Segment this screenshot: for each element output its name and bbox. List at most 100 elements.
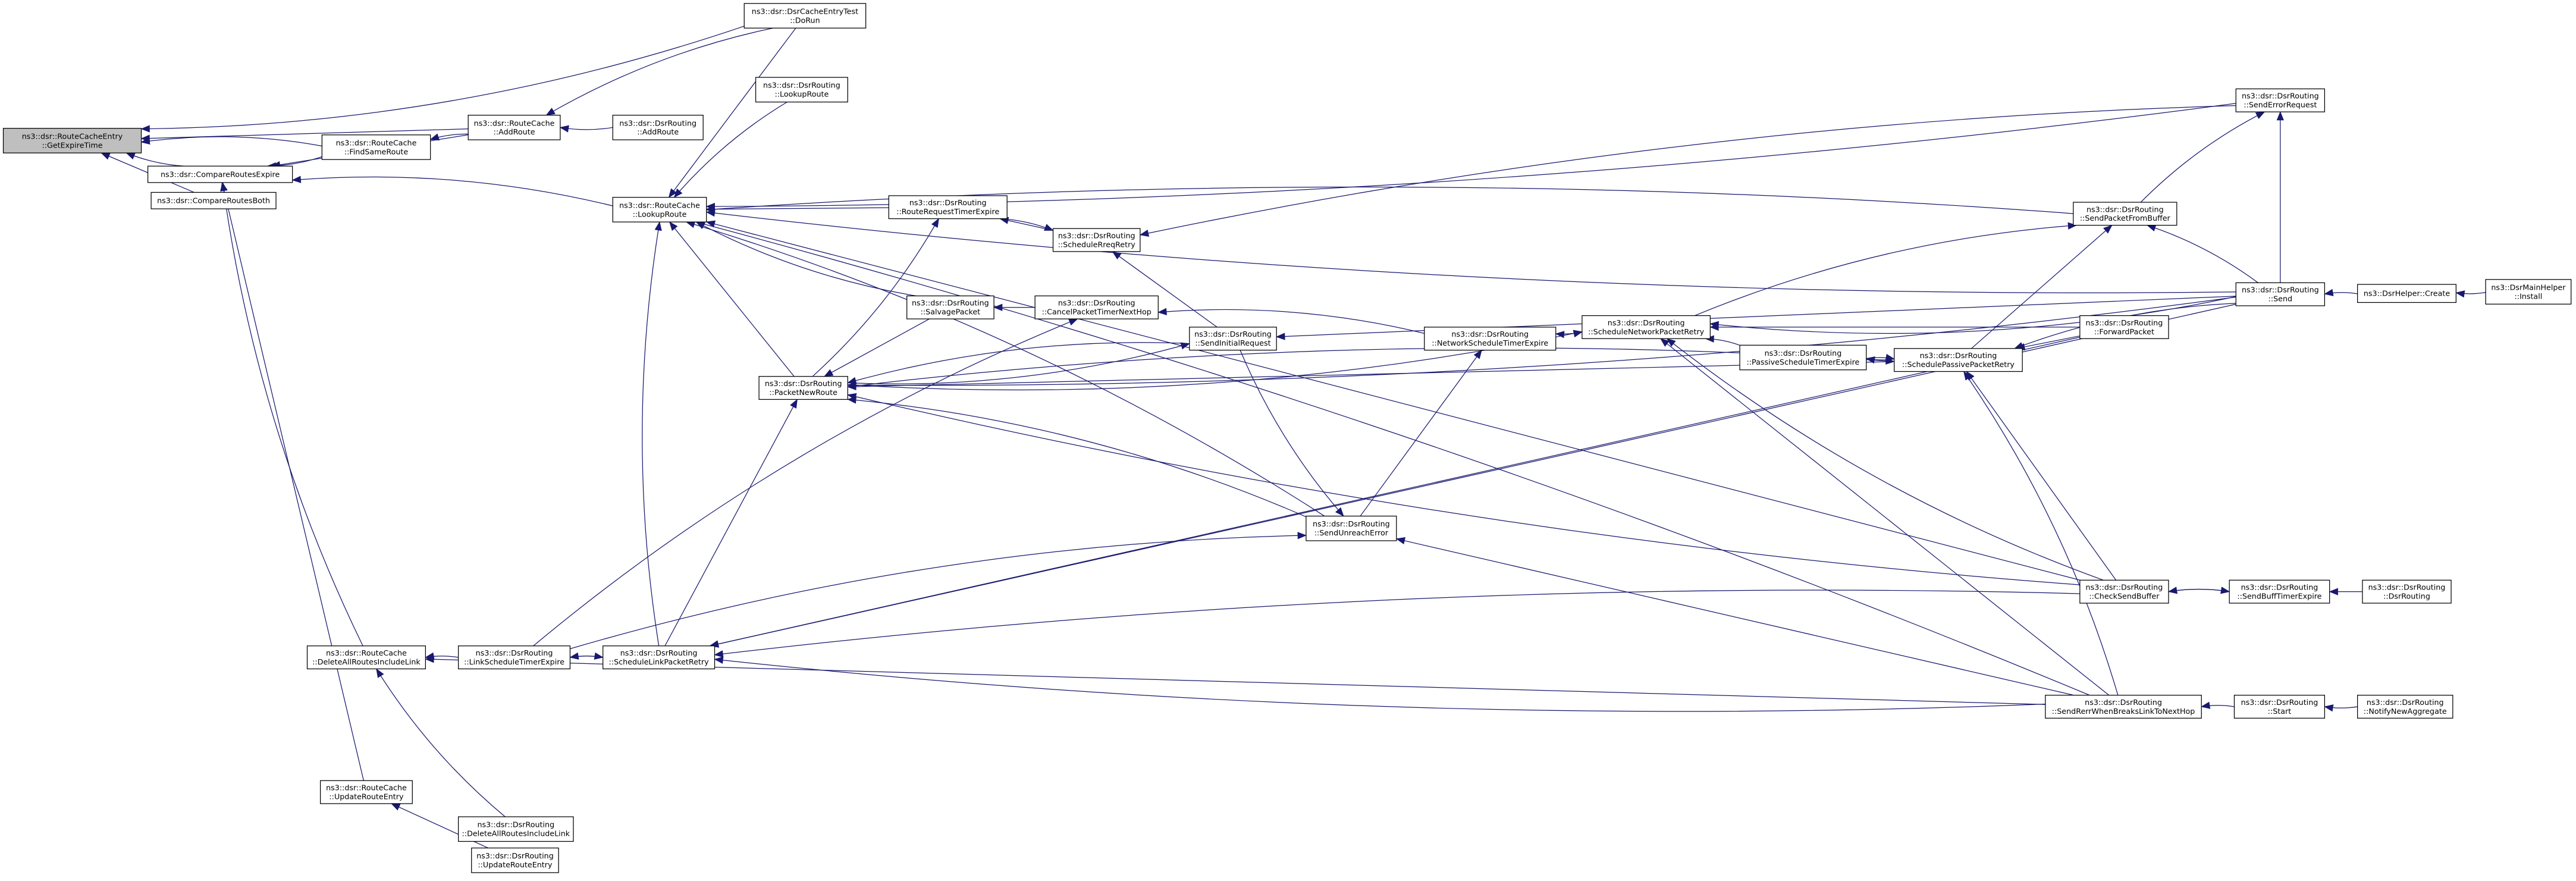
arrowhead-icon: [1112, 251, 1122, 260]
arrowhead-icon: [931, 218, 939, 228]
arrowhead-icon: [101, 152, 111, 160]
node-label: ::DeleteAllRoutesIncludeLink: [462, 829, 570, 838]
node-schedule-passive-packet-retry[interactable]: ns3::dsr::DsrRouting::SchedulePassivePac…: [1894, 348, 2023, 372]
node-label: ns3::dsr::DsrCacheEntryTest: [752, 7, 858, 15]
node-send-error-request[interactable]: ns3::dsr::DsrRouting::SendErrorRequest: [2235, 88, 2326, 112]
arrowhead-icon: [429, 133, 440, 141]
node-dr-add-route[interactable]: ns3::dsr::DsrRouting::AddRoute: [612, 114, 704, 140]
edge-send-rerr-when-breaks-link-to-next-hop-to-schedule-link-packet-retry: [714, 659, 2045, 712]
edge-packet-new-route-to-schedule-network-packet-retry: [848, 331, 1583, 391]
arrowhead-icon: [714, 650, 724, 658]
edge-packet-new-route-to-rc-lookup-route: [669, 221, 795, 377]
node-dr-lookup-route[interactable]: ns3::dsr::DsrRouting::LookupRoute: [755, 77, 848, 103]
node-label: ns3::dsr::DsrRouting: [2242, 286, 2319, 294]
arrowhead-icon: [559, 125, 569, 133]
edge-send-rerr-when-breaks-link-to-next-hop-to-schedule-network-packet-retry: [1660, 338, 2110, 696]
arrowhead-icon: [2147, 224, 2157, 231]
node-send-packet-from-buffer[interactable]: ns3::dsr::DsrRouting::SendPacketFromBuff…: [2073, 202, 2177, 226]
node-find-same-route[interactable]: ns3::dsr::RouteCache::FindSameRoute: [321, 134, 431, 160]
node-label: ns3::dsr::RouteCache: [474, 118, 555, 127]
node-forward-packet[interactable]: ns3::dsr::DsrRouting::ForwardPacket: [2079, 315, 2169, 339]
node-label: ::ScheduleRreqRetry: [1058, 240, 1136, 249]
edge-check-send-buffer-to-schedule-passive-packet-retry: [1966, 371, 2117, 581]
node-send-buff-timer-expire[interactable]: ns3::dsr::DsrRouting::SendBuffTimerExpir…: [2229, 579, 2330, 604]
node-label: ns3::dsr::CompareRoutesExpire: [161, 170, 280, 178]
node-label: ::UpdateRouteEntry: [478, 860, 553, 869]
arrowhead-icon: [1709, 323, 1719, 331]
node-box: [2045, 695, 2202, 719]
arrowhead-icon: [569, 652, 579, 660]
node-box: [467, 114, 561, 140]
node-send-unreach-error[interactable]: ns3::dsr::DsrRouting::SendUnreachError: [1306, 515, 1397, 541]
node-box: [321, 134, 431, 160]
node-compare-routes-expire[interactable]: ns3::dsr::CompareRoutesExpire: [147, 165, 293, 183]
node-dsr-routing-ctor[interactable]: ns3::dsr::DsrRouting::DsrRouting: [2362, 579, 2452, 604]
node-label: ::SendUnreachError: [1314, 528, 1389, 537]
node-packet-new-route[interactable]: ns3::dsr::DsrRouting::PacketNewRoute: [758, 376, 848, 400]
node-box: [2, 128, 142, 153]
node-label: ::CheckSendBuffer: [2089, 591, 2160, 600]
nodes-layer: ns3::dsr::RouteCacheEntry::GetExpireTime…: [2, 3, 2572, 873]
node-send-initial-request[interactable]: ns3::dsr::DsrRouting::SendInitialRequest: [1189, 327, 1277, 351]
node-do-run[interactable]: ns3::dsr::DsrCacheEntryTest::DoRun: [743, 3, 867, 29]
node-schedule-rreq-retry[interactable]: ns3::dsr::DsrRouting::ScheduleRreqRetry: [1052, 228, 1141, 252]
node-box: [2229, 579, 2330, 604]
edges-layer: [101, 26, 2486, 849]
node-box: [1306, 515, 1397, 541]
node-box: [458, 816, 574, 842]
node-box: [743, 3, 867, 29]
node-box: [2235, 282, 2326, 306]
arrowhead-icon: [140, 125, 150, 133]
arrowhead-icon: [2324, 289, 2334, 296]
node-label: ns3::dsr::DsrRouting: [1194, 330, 1272, 338]
node-get-expire-time[interactable]: ns3::dsr::RouteCacheEntry::GetExpireTime: [2, 128, 142, 153]
node-salvage-packet[interactable]: ns3::dsr::DsrRouting::SalvagePacket: [906, 295, 994, 319]
arrowhead-icon: [1473, 349, 1482, 359]
arrowhead-icon: [1157, 308, 1167, 315]
arrowhead-icon: [1666, 338, 1676, 347]
node-rc-delete-all-routes-include-link[interactable]: ns3::dsr::RouteCache::DeleteAllRoutesInc…: [306, 645, 426, 670]
node-label: ::DeleteAllRoutesIncludeLink: [312, 657, 421, 666]
node-check-send-buffer[interactable]: ns3::dsr::DsrRouting::CheckSendBuffer: [2079, 579, 2169, 604]
node-box: [2357, 284, 2456, 303]
node-route-request-timer-expire[interactable]: ns3::dsr::DsrRouting::RouteRequestTimerE…: [888, 195, 1008, 220]
node-main-helper-install[interactable]: ns3::DsrMainHelper::Install: [2485, 279, 2572, 305]
node-label: ::RouteRequestTimerExpire: [896, 207, 999, 216]
arrowhead-icon: [2067, 222, 2078, 230]
node-schedule-link-packet-retry[interactable]: ns3::dsr::DsrRouting::ScheduleLinkPacket…: [603, 645, 716, 670]
node-dr-delete-all-routes-include-link[interactable]: ns3::dsr::DsrRouting::DeleteAllRoutesInc…: [458, 816, 574, 842]
node-box: [612, 114, 704, 140]
node-dr-update-route-entry[interactable]: ns3::dsr::DsrRouting::UpdateRouteEntry: [471, 847, 559, 873]
node-helper-create[interactable]: ns3::DsrHelper::Create: [2357, 284, 2456, 303]
arrowhead-icon: [668, 188, 677, 198]
node-label: ::SendInitialRequest: [1195, 338, 1270, 347]
edge-dr-update-route-entry-to-rc-update-route-entry: [391, 803, 489, 849]
node-rc-update-route-entry[interactable]: ns3::dsr::RouteCache::UpdateRouteEntry: [319, 780, 413, 804]
node-box: [888, 195, 1008, 220]
node-box: [1052, 228, 1141, 252]
node-notify-new-aggregate[interactable]: ns3::dsr::DsrRouting::NotifyNewAggregate: [2357, 695, 2453, 719]
node-label: ns3::dsr::RouteCache: [619, 200, 700, 209]
node-label: ::PacketNewRoute: [769, 388, 837, 397]
node-send[interactable]: ns3::dsr::DsrRouting::Send: [2235, 282, 2326, 306]
node-label: ns3::dsr::DsrRouting: [2086, 205, 2164, 214]
edge-check-send-buffer-to-schedule-network-packet-retry: [1667, 338, 2104, 581]
arrowhead-icon: [673, 188, 683, 198]
node-label: ns3::dsr::DsrRouting: [476, 851, 554, 860]
node-passive-schedule-timer-expire[interactable]: ns3::dsr::DsrRouting::PassiveScheduleTim…: [1739, 344, 1867, 371]
node-network-schedule-timer-expire[interactable]: ns3::dsr::DsrRouting::NetworkScheduleTim…: [1424, 327, 1557, 351]
node-label: ::AddRoute: [637, 127, 679, 136]
edge-check-send-buffer-to-schedule-link-packet-retry: [714, 590, 2080, 656]
node-rc-add-route[interactable]: ns3::dsr::RouteCache::AddRoute: [467, 114, 561, 140]
node-compare-routes-both[interactable]: ns3::dsr::CompareRoutesBoth: [150, 192, 277, 209]
node-send-rerr-when-breaks-link-to-next-hop[interactable]: ns3::dsr::DsrRouting::SendRerrWhenBreaks…: [2045, 695, 2202, 719]
node-start[interactable]: ns3::dsr::DsrRouting::Start: [2233, 695, 2326, 719]
edge-send-error-request-to-rc-lookup-route: [706, 103, 2236, 207]
node-label: ::Install: [2515, 291, 2543, 300]
node-link-schedule-timer-expire[interactable]: ns3::dsr::DsrRouting::LinkScheduleTimerE…: [458, 645, 571, 670]
node-schedule-network-packet-retry[interactable]: ns3::dsr::DsrRouting::ScheduleNetworkPac…: [1582, 315, 1711, 339]
node-rc-lookup-route[interactable]: ns3::dsr::RouteCache::LookupRoute: [612, 197, 707, 222]
node-cancel-packet-timer-next-hop[interactable]: ns3::dsr::DsrRouting::CancelPacketTimerN…: [1034, 295, 1159, 319]
node-label: ::LookupRoute: [775, 90, 829, 99]
